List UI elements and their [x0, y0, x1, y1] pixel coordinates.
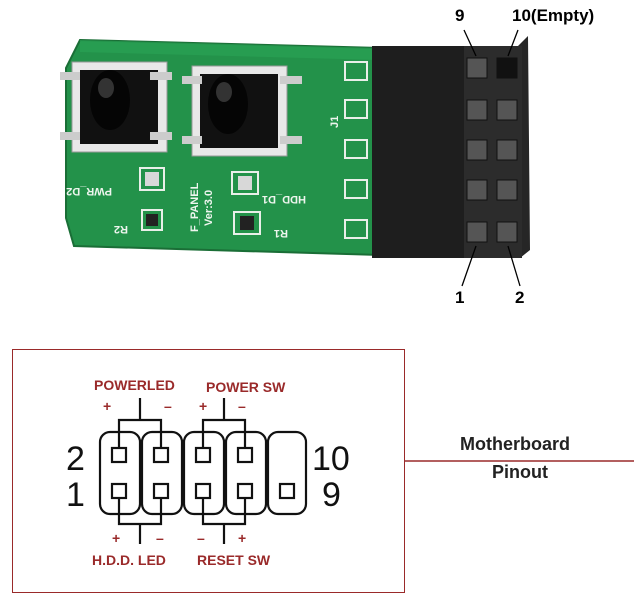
pin-num-1: 1 — [66, 476, 85, 514]
resetsw-minus: – — [197, 530, 205, 546]
pin-header — [372, 36, 530, 258]
hddled-plus: + — [112, 530, 121, 546]
header-holes — [466, 57, 518, 243]
powerled-label: POWERLED — [94, 377, 175, 393]
silk-fpanel: F_PANEL — [189, 182, 201, 232]
hddled-minus: – — [156, 530, 164, 546]
powersw-label: POWER SW — [206, 379, 286, 395]
caption-pinout: Pinout — [492, 462, 548, 482]
pinout-diagram-box — [12, 349, 405, 593]
silk-pwr-d2: PWR_D2 — [66, 185, 112, 197]
powerled-minus: – — [164, 398, 172, 414]
smd-pads — [139, 61, 368, 239]
caption-motherboard: Motherboard — [460, 434, 570, 454]
pinout-connector-outline — [98, 398, 308, 544]
powerled-plus: + — [103, 398, 112, 414]
silk-r2: R2 — [114, 223, 128, 235]
powersw-minus: – — [238, 398, 246, 414]
resetsw-plus: + — [238, 530, 247, 546]
pin-9-label: 9 — [455, 6, 465, 25]
silk-ver: Ver:3.0 — [203, 190, 215, 226]
pin-num-2: 2 — [66, 440, 85, 478]
pin-num-10: 10 — [312, 440, 350, 478]
pin-num-9: 9 — [322, 476, 341, 514]
hddled-label: H.D.D. LED — [92, 552, 166, 568]
pin-2-label: 2 — [515, 288, 525, 307]
silk-r1: R1 — [274, 227, 288, 239]
leader-lines — [461, 29, 521, 287]
silk-hdd-d1: HDD_D1 — [262, 193, 306, 205]
pcb-board-illustration: PWR_D2 R2 HDD_D1 R1 F_PANEL Ver:3.0 J1 — [60, 29, 530, 287]
powersw-plus: + — [199, 398, 208, 414]
smd-components — [145, 172, 254, 230]
resetsw-label: RESET SW — [197, 552, 271, 568]
silk-j1: J1 — [329, 116, 341, 128]
tactile-button-left — [60, 61, 172, 153]
pin-1-label: 1 — [455, 288, 465, 307]
tactile-button-right — [182, 65, 302, 157]
pin-10-label: 10(Empty) — [512, 6, 595, 25]
